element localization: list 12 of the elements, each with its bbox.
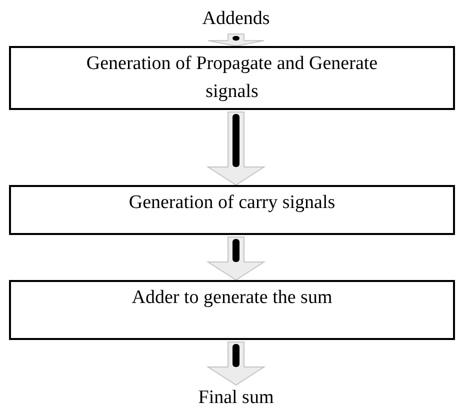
process-box xyxy=(9,185,455,235)
step-label: Generation of Propagate and Generate signals xyxy=(85,52,379,104)
process-box xyxy=(9,280,455,340)
flow-label: Addends xyxy=(202,7,270,31)
flow-label: Final sum xyxy=(198,386,274,410)
block-arrow xyxy=(206,342,266,386)
process-box xyxy=(9,46,455,110)
step-label: Generation of carry signals xyxy=(128,191,336,215)
block-arrow xyxy=(206,236,266,281)
step-label: Adder to generate the sum xyxy=(132,286,332,310)
block-arrow xyxy=(206,112,266,186)
block-arrow xyxy=(208,34,264,46)
